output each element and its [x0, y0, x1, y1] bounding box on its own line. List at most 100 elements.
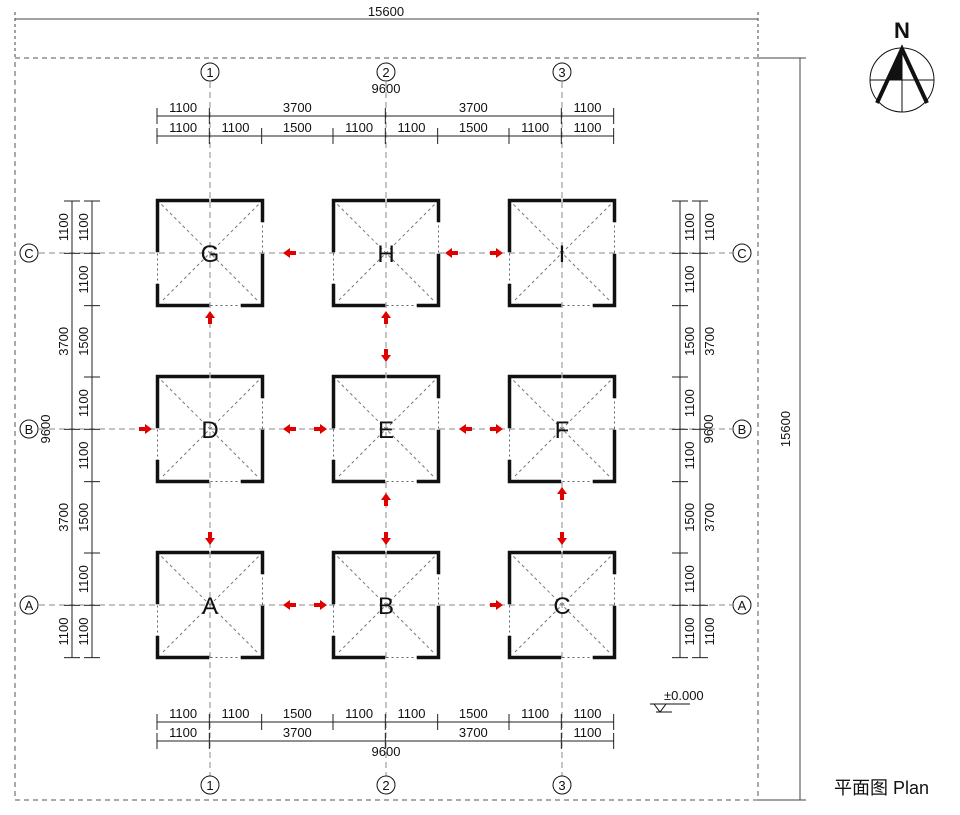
north-arrow-icon: N — [869, 18, 935, 113]
dim-label: 1100 — [169, 706, 197, 721]
dim-label: 1100 — [682, 213, 697, 241]
overall-height-dimension: 15600 — [758, 57, 806, 801]
span-label-right: 9600 — [701, 415, 716, 444]
dim-label: 1500 — [283, 706, 312, 721]
circulation-arrow-icon — [314, 424, 327, 434]
span-label-bottom: 9600 — [372, 744, 401, 759]
dim-label: 1100 — [682, 442, 697, 470]
circulation-arrow-icon — [490, 424, 503, 434]
dim-label: 1100 — [682, 389, 697, 417]
dim-label: 1100 — [76, 266, 91, 294]
circulation-arrow-icon — [283, 600, 296, 610]
circulation-arrow-icon — [139, 424, 152, 434]
pavilion-labels: A B C D E F G H I — [201, 241, 571, 620]
svg-text:A: A — [738, 598, 747, 613]
axis-bubble-col2-bottom: 2 — [376, 775, 396, 795]
axis-bubble-col2-top: 2 — [376, 62, 396, 82]
dim-label: 1100 — [574, 725, 602, 740]
dim-label: 1100 — [169, 120, 197, 135]
dim-label: 3700 — [283, 725, 312, 740]
pavilion-label-b: B — [378, 593, 394, 620]
pavilion-e — [331, 374, 441, 484]
svg-text:2: 2 — [382, 778, 389, 793]
circulation-arrow-icon — [314, 600, 327, 610]
circulation-arrow-icon — [490, 248, 503, 258]
pavilion-label-g: G — [201, 241, 220, 268]
svg-text:A: A — [25, 598, 34, 613]
dim-label: 1100 — [574, 706, 602, 721]
circulation-arrow-icon — [205, 311, 215, 324]
axis-bubble-col1-bottom: 1 — [200, 775, 220, 795]
dim-label: 1100 — [682, 565, 697, 593]
pavilion-label-a: A — [202, 593, 218, 620]
circulation-arrows — [139, 248, 567, 610]
pavilion-label-e: E — [378, 417, 394, 444]
dim-label: 1100 — [76, 442, 91, 470]
pavilions — [155, 198, 617, 660]
circulation-arrow-icon — [381, 493, 391, 506]
overall-width-dimension: 15600 — [14, 4, 759, 58]
circulation-arrow-icon — [205, 532, 215, 545]
dim-label: 1100 — [56, 213, 71, 241]
dim-label: 1100 — [521, 120, 549, 135]
grid-lines — [39, 82, 732, 776]
pavilion-b — [331, 550, 441, 660]
dim-label: 1100 — [76, 618, 91, 646]
circulation-arrow-icon — [557, 487, 567, 500]
circulation-arrow-icon — [490, 600, 503, 610]
svg-text:1: 1 — [206, 778, 213, 793]
axis-bubbles: 1 2 3 1 2 3 C B A C B A — [19, 62, 752, 795]
axis-bubble-rowC-left: C — [19, 243, 39, 263]
overall-height-label: 15600 — [778, 411, 793, 447]
axis-bubble-col3-bottom: 3 — [552, 775, 572, 795]
level-label: ±0.000 — [664, 688, 704, 703]
dim-label: 1100 — [398, 120, 426, 135]
dim-label: 1100 — [398, 706, 426, 721]
dim-label: 1100 — [222, 706, 250, 721]
axis-bubble-rowB-left: B — [19, 419, 39, 439]
span-label-left: 9600 — [38, 415, 53, 444]
dim-label: 1100 — [56, 618, 71, 646]
dim-label: 3700 — [283, 100, 312, 115]
dim-label: 1500 — [682, 327, 697, 356]
svg-text:C: C — [737, 246, 746, 261]
circulation-arrow-icon — [445, 248, 458, 258]
overall-width-label: 15600 — [368, 4, 404, 19]
dim-label: 1100 — [76, 565, 91, 593]
svg-text:3: 3 — [558, 778, 565, 793]
axis-bubble-rowA-right: A — [732, 595, 752, 615]
dim-label: 1100 — [682, 618, 697, 646]
svg-text:2: 2 — [382, 65, 389, 80]
dim-label: 1100 — [169, 725, 197, 740]
pavilion-label-i: I — [559, 241, 566, 268]
dim-label: 1100 — [76, 213, 91, 241]
dim-label: 1500 — [459, 120, 488, 135]
axis-bubble-col1-top: 1 — [200, 62, 220, 82]
dim-label: 3700 — [459, 100, 488, 115]
dim-label: 1500 — [76, 503, 91, 532]
circulation-arrow-icon — [381, 311, 391, 324]
pavilion-c — [507, 550, 617, 660]
pavilion-d — [155, 374, 265, 484]
pavilion-label-h: H — [377, 241, 394, 268]
dim-label: 1100 — [574, 120, 602, 135]
site-boundary — [14, 57, 759, 801]
dim-label: 1100 — [76, 389, 91, 417]
span-label-top: 9600 — [372, 81, 401, 96]
pavilion-a — [155, 550, 265, 660]
axis-bubble-rowA-left: A — [19, 595, 39, 615]
pavilion-i — [507, 198, 617, 308]
dim-label: 1500 — [682, 503, 697, 532]
drawing-title: 平面图 Plan — [834, 778, 929, 798]
north-label: N — [894, 18, 910, 43]
dim-label: 1500 — [459, 706, 488, 721]
circulation-arrow-icon — [381, 532, 391, 545]
